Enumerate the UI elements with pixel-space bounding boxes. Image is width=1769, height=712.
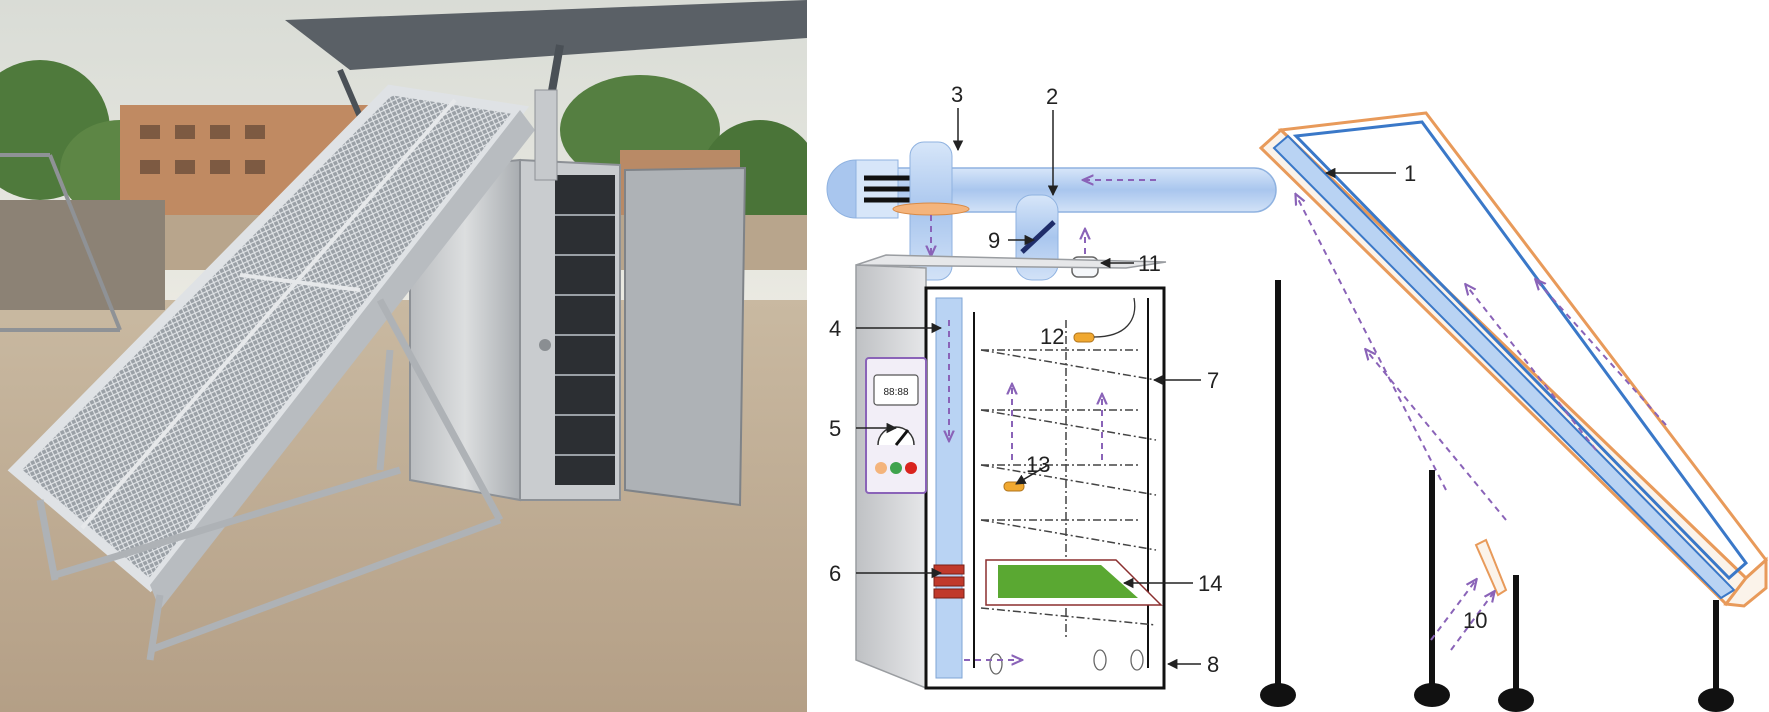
diagram-panel: 88:88 1 2 3 4 5 xyxy=(826,82,1769,712)
callout-13: 13 xyxy=(1026,452,1050,477)
callout-4: 4 xyxy=(829,316,841,341)
collector-legs xyxy=(1275,280,1719,695)
solar-collector xyxy=(1258,111,1769,608)
callout-2: 2 xyxy=(1046,84,1058,109)
callout-7: 7 xyxy=(1207,368,1219,393)
callout-8: 8 xyxy=(1207,652,1219,677)
callout-pointers xyxy=(856,108,1396,670)
callout-10: 10 xyxy=(1463,608,1487,633)
heater xyxy=(933,564,965,599)
callout-12: 12 xyxy=(1040,324,1064,349)
callout-6: 6 xyxy=(829,561,841,586)
display-readout: 88:88 xyxy=(883,387,908,398)
photo-panel xyxy=(0,0,807,712)
photo-solar-collector xyxy=(7,84,535,661)
collector-airflow xyxy=(1296,195,1667,651)
callout-5: 5 xyxy=(829,416,841,441)
callout-3: 3 xyxy=(951,82,963,107)
callout-9: 9 xyxy=(988,228,1000,253)
callout-14: 14 xyxy=(1198,571,1222,596)
control-panel: 88:88 xyxy=(865,357,927,494)
air-duct xyxy=(826,141,1277,281)
callout-1: 1 xyxy=(1404,161,1416,186)
callout-11: 11 xyxy=(1138,251,1161,276)
callout-labels: 1 2 3 4 5 6 7 8 9 10 11 12 13 14 xyxy=(829,82,1487,677)
collector-feet xyxy=(1260,683,1734,712)
photo-old-frame xyxy=(0,153,165,332)
